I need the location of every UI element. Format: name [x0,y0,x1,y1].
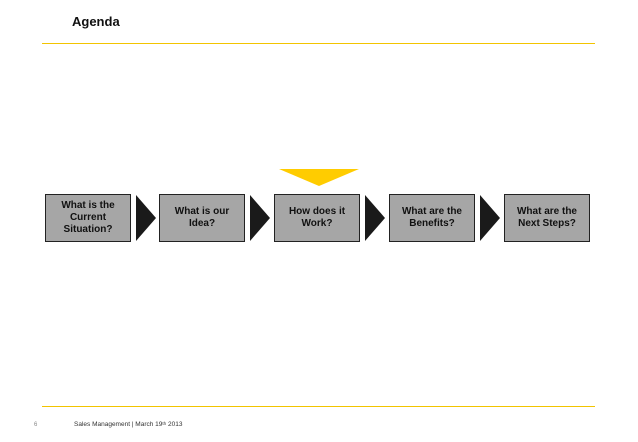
footer-text-prefix: Sales Management | March 19 [74,421,163,428]
step-label: What is our Idea? [174,206,230,229]
step-how-it-works: How does it Work? [274,194,360,242]
chevron-right-icon [250,195,270,241]
step-current-situation: What is the Current Situation? [45,194,131,242]
page-number: 6 [34,422,38,428]
step-benefits: What are the Benefits? [389,194,475,242]
footer-text: Sales Management | March 19th 2013 [74,421,182,428]
step-label: How does it Work? [288,206,346,229]
slide-title: Agenda [72,14,120,29]
footer-text-sup: th [162,421,167,426]
top-divider [42,43,595,44]
step-our-idea: What is our Idea? [159,194,245,242]
footer-text-suffix: 2013 [166,421,183,428]
chevron-right-icon [480,195,500,241]
chevron-right-icon [365,195,385,241]
current-step-marker-icon [279,169,359,186]
chevron-right-icon [136,195,156,241]
step-label: What are the Next Steps? [516,206,577,229]
step-label: What are the Benefits? [401,206,462,229]
step-label: What is the Current Situation? [61,200,115,235]
bottom-divider [42,406,595,407]
step-next-steps: What are the Next Steps? [504,194,590,242]
